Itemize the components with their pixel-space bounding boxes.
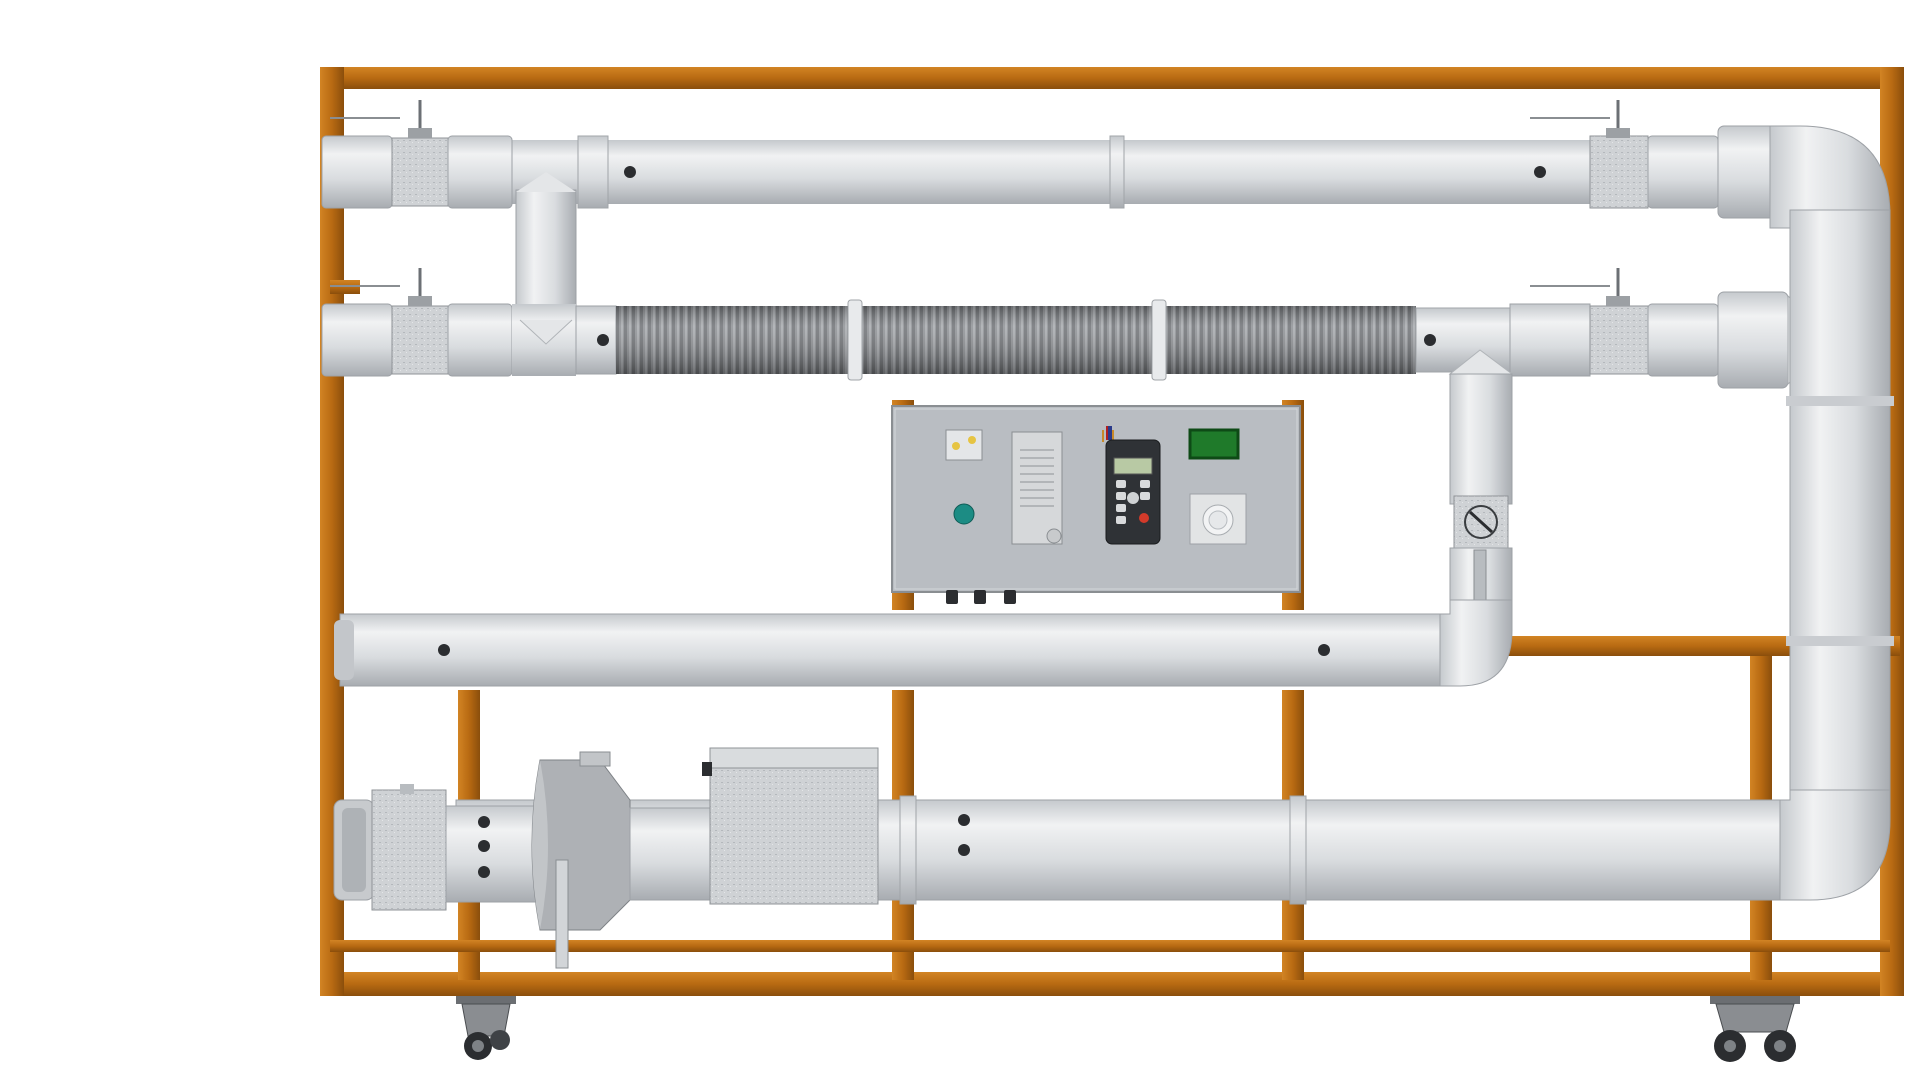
frame-bottom-rail [320,972,1904,996]
cable-glands [946,590,1016,604]
damper-valve [1589,135,1649,209]
measuring-port [478,840,490,852]
red-button [1139,513,1149,523]
middle-duct [334,599,1513,687]
damper-valve [1589,305,1649,375]
controller-unit [1011,431,1063,545]
wheel-icon [456,996,516,1060]
control-panel [891,405,1301,604]
duct-heater [709,747,879,905]
handheld-manometer [1102,426,1161,545]
measuring-port [478,816,490,828]
thermostat [1189,493,1247,545]
vertical-riser [1786,209,1894,801]
tee-connector [515,172,577,321]
switch-box [945,429,983,461]
frame-top-rail [320,67,1904,89]
damper-valve [391,305,449,375]
hose-clamp [1151,299,1167,381]
indicator-light [953,503,975,525]
measuring-port [1534,166,1546,178]
measuring-port [958,814,970,826]
damper-valve [391,137,449,207]
branch-duct [1448,349,1514,629]
measuring-port [1318,644,1330,656]
elbow-bottom-right [1779,789,1891,901]
filter-box [371,789,447,911]
measuring-port [1424,334,1436,346]
measuring-port [478,866,490,878]
fan-bracket [555,859,569,969]
hose-clamp [847,299,863,381]
bottom-duct-line [333,747,1891,969]
measuring-port [958,844,970,856]
lower-duct-line [321,268,1837,389]
digital-display [1188,428,1240,460]
wheel-icon [1710,996,1800,1062]
measuring-port [597,334,609,346]
duct-fan [531,751,631,969]
measuring-port [624,166,636,178]
measuring-port [438,644,450,656]
